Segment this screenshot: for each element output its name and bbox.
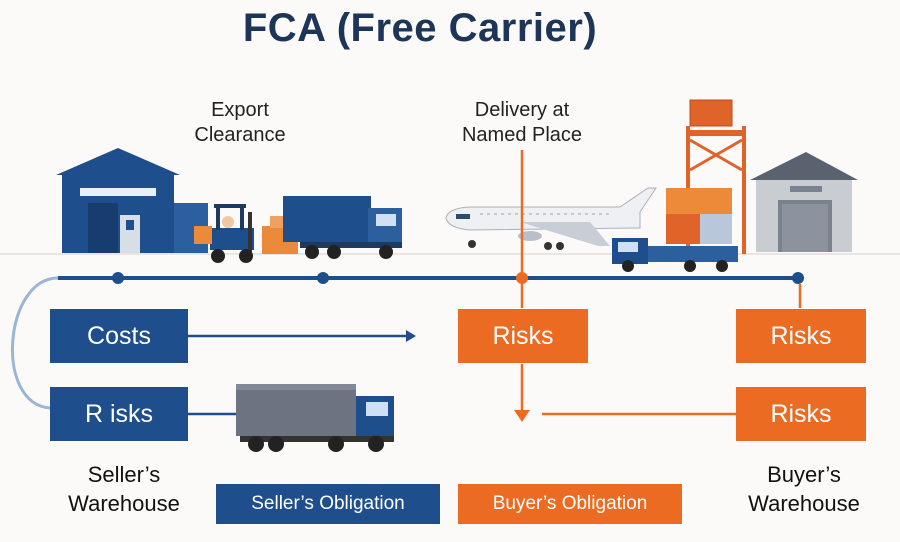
buyer-risks-bottom-box: Risks (736, 387, 866, 441)
page-title: FCA (Free Carrier) (242, 6, 598, 50)
delivery-label: Delivery at Named Place (461, 99, 583, 146)
export-clearance-label: Export Clearance (194, 99, 286, 146)
airplane-icon (445, 187, 657, 250)
timeline-node (792, 272, 804, 284)
costs-arrowhead (406, 330, 416, 342)
buyer-obligation-legend: Buyer’s Obligation (458, 484, 682, 524)
container-truck-icon (612, 238, 738, 272)
buyer-warehouse-label: Buyer’s Warehouse (748, 462, 860, 516)
delivery-risks-box: Risks (458, 309, 588, 363)
seller-warehouse-icon (56, 148, 208, 253)
timeline-curve (11, 276, 59, 410)
delivery-truck-icon (283, 196, 402, 259)
timeline-node (317, 272, 329, 284)
seller-risks-box: R isks (50, 387, 188, 441)
buyer-risks-top-box: Risks (736, 309, 866, 363)
risk-transfer-arrow (514, 410, 530, 422)
timeline-node (112, 272, 124, 284)
forklift-icon (194, 204, 298, 263)
seller-obligation-legend: Seller’s Obligation (216, 484, 440, 524)
buyer-warehouse-icon (750, 152, 858, 252)
seller-costs-box: Costs (50, 309, 188, 363)
cargo-truck-icon (236, 384, 394, 452)
crane-icon (666, 99, 746, 254)
seller-warehouse-label: Seller’s Warehouse (68, 462, 180, 516)
